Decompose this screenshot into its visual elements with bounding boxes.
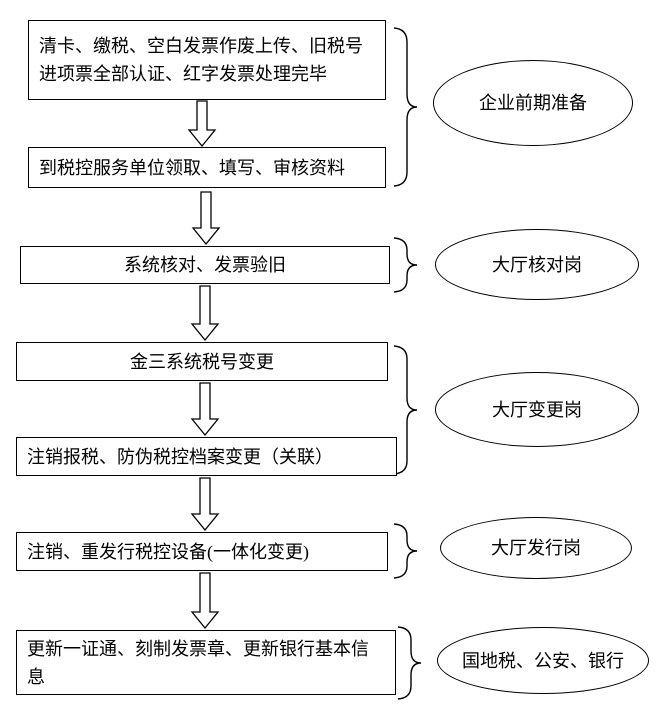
- role-label-5: 国地税、公安、银行: [462, 650, 624, 671]
- brace-role-4: [393, 523, 418, 579]
- down-arrow-6: [190, 572, 220, 630]
- flow-step-7-text: 更新一证通、刻制发票章、更新银行基本信息: [27, 638, 369, 687]
- role-ellipse-1: 企业前期准备: [433, 60, 633, 146]
- down-arrow-1: [187, 100, 217, 148]
- flow-step-5-box: 注销报税、防伪税控档案变更（关联）: [16, 437, 397, 476]
- role-ellipse-3: 大厅变更岗: [435, 372, 639, 447]
- flow-step-4-box: 金三系统税号变更: [16, 342, 388, 381]
- role-ellipse-4: 大厅发行岗: [440, 517, 632, 579]
- role-label-1: 企业前期准备: [479, 93, 587, 113]
- brace-role-5: [397, 626, 422, 700]
- down-arrow-4: [190, 382, 220, 437]
- flow-step-6-text: 注销、重发行税控设备(一体化变更): [27, 541, 309, 562]
- flow-step-4-text: 金三系统税号变更: [130, 351, 274, 372]
- flow-step-1-box: 清卡、缴税、空白发票作废上传、旧税号进项票全部认证、红字发票处理完毕: [28, 20, 386, 100]
- flow-step-7-box: 更新一证通、刻制发票章、更新银行基本信息: [16, 630, 396, 695]
- flow-step-2-box: 到税控服务单位领取、填写、审核资料: [28, 147, 386, 188]
- brace-role-3: [393, 345, 418, 475]
- flow-step-2-text: 到税控服务单位领取、填写、审核资料: [39, 157, 345, 178]
- role-ellipse-2: 大厅核对岗: [435, 229, 639, 300]
- brace-role-1: [393, 27, 418, 187]
- flow-step-3-text: 系统核对、发票验旧: [124, 255, 286, 275]
- role-ellipse-5: 国地税、公安、银行: [437, 627, 649, 694]
- flow-step-5-text: 注销报税、防伪税控档案变更（关联）: [27, 446, 333, 467]
- role-label-3: 大厅变更岗: [492, 399, 582, 420]
- flow-step-1-text: 清卡、缴税、空白发票作废上传、旧税号进项票全部认证、红字发票处理完毕: [39, 36, 363, 84]
- flow-step-6-box: 注销、重发行税控设备(一体化变更): [16, 532, 388, 571]
- down-arrow-2: [191, 191, 221, 246]
- down-arrow-3: [190, 285, 220, 342]
- role-label-2: 大厅核对岗: [492, 254, 582, 275]
- down-arrow-5: [190, 477, 220, 532]
- brace-role-2: [393, 237, 418, 293]
- flow-step-3-box: 系统核对、发票验旧: [20, 246, 390, 284]
- role-label-4: 大厅发行岗: [491, 538, 581, 558]
